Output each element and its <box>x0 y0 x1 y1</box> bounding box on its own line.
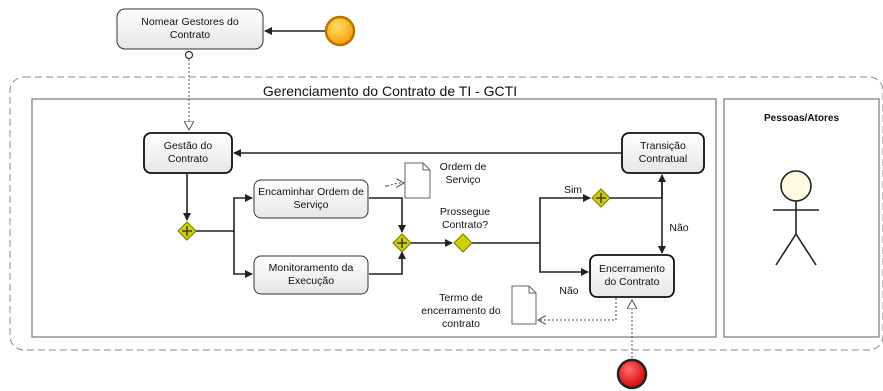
flow-label-nao-bottom: Não <box>559 285 579 297</box>
decision-gateway <box>453 233 473 253</box>
sim-parallel-gateway <box>591 188 611 208</box>
dashed-group-frame <box>9 76 883 351</box>
decision-question-label: Prossegue Contrato? <box>439 206 491 231</box>
task-encerramento-label: Encerramento do Contrato <box>599 263 665 288</box>
parallel-split-gateway <box>177 221 197 241</box>
parallel-join-gateway <box>392 233 412 253</box>
task-nomear-label: Nomear Gestores do Contrato <box>141 16 239 41</box>
task-encaminhar-label: Encaminhar Ordem de Serviço <box>258 186 364 211</box>
task-gestao-label: Gestão do Contrato <box>163 140 213 165</box>
association-origin <box>184 50 194 60</box>
ordem-servico-label: Ordem de Serviço <box>439 161 487 186</box>
flow-label-sim: Sim <box>563 184 583 196</box>
document-ordem-servico <box>404 162 431 199</box>
task-gestao-contrato <box>143 132 233 174</box>
task-monitoramento-execucao <box>253 255 369 295</box>
task-transicao-contratual <box>621 132 705 174</box>
termo-encerramento-label: Termo de encerramento do contrato <box>421 292 501 330</box>
task-encerramento-contrato <box>589 254 675 298</box>
task-encaminhar-ordem <box>253 179 369 219</box>
flow-split-to-encaminhar <box>196 194 253 232</box>
task-transicao-label: Transição Contratual <box>638 140 688 165</box>
start-event <box>324 15 356 47</box>
association-encerramento-to-termo <box>538 298 617 320</box>
task-monitoramento-label: Monitoramento da Execução <box>268 262 354 287</box>
actor-stick-figure <box>773 170 819 266</box>
actors-lane-title: Pessoas/Atores <box>763 113 840 124</box>
end-event <box>616 358 648 390</box>
flow-label-nao-right: Não <box>669 222 689 234</box>
actors-lane <box>723 98 880 338</box>
document-termo-encerramento <box>511 285 537 325</box>
task-nomear-gestores <box>116 8 264 50</box>
pool-title: Gerenciamento do Contrato de TI - GCTI <box>262 83 518 99</box>
pool-main <box>31 98 717 338</box>
flow-monitoramento-to-join <box>369 251 406 275</box>
flow-encaminhar-to-join <box>369 197 406 233</box>
flow-split-to-monitoramento <box>233 231 253 278</box>
flow-decision-nao <box>539 243 589 276</box>
flow-decision-sim <box>539 194 591 243</box>
